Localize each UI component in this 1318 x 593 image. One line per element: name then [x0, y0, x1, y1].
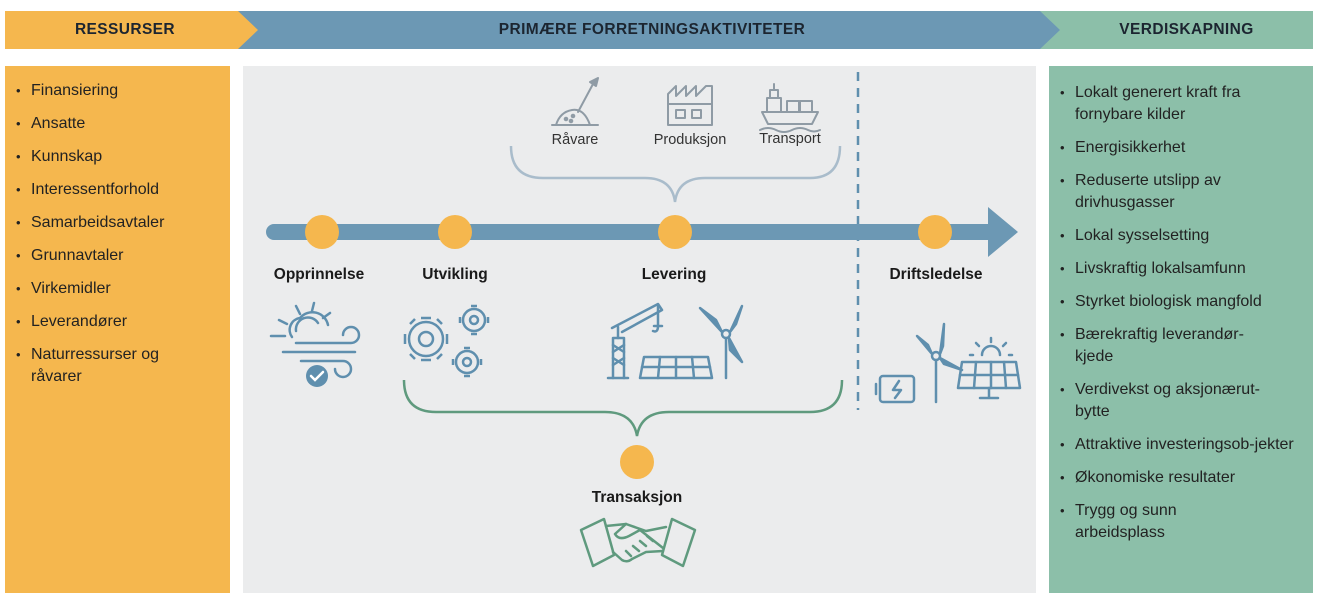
- value-item: Økonomiske resultater: [1056, 467, 1306, 489]
- value-item: Bærekraftig leverandør-kjede: [1056, 324, 1275, 368]
- primary-panel: [243, 66, 1036, 593]
- stage-dot-operations: [918, 215, 952, 249]
- factory-icon: [667, 85, 713, 126]
- weather-wind-check-icon: [269, 301, 361, 387]
- transaction-bracket: [402, 379, 844, 437]
- handshake-icon: [579, 517, 697, 568]
- shovel-pile-icon: [551, 77, 599, 126]
- value-header: VERDISKAPNING: [1119, 21, 1254, 38]
- supply-label-transport: Transport: [759, 131, 821, 147]
- stage-dot-development: [438, 215, 472, 249]
- resource-item: Ansatte: [12, 113, 224, 135]
- primary-header-bg: [238, 11, 1066, 49]
- supply-label-raw: Råvare: [551, 132, 599, 148]
- ship-icon: [759, 83, 821, 133]
- value-header-bg: [1040, 11, 1313, 49]
- stage-label-origin: Opprinnelse: [273, 266, 365, 283]
- value-item: Attraktive investeringsob-jekter: [1056, 434, 1297, 456]
- stage-dot-delivery: [658, 215, 692, 249]
- stage-label-operations: Driftsledelse: [889, 266, 983, 283]
- value-item: Livskraftig lokalsamfunn: [1056, 258, 1306, 280]
- header-chevrons: [5, 11, 1313, 49]
- crane-solar-wind-icon: [606, 302, 744, 380]
- resource-item: Grunnavtaler: [12, 245, 224, 267]
- supply-chain-bracket: [509, 145, 842, 203]
- resource-item: Samarbeidsavtaler: [12, 212, 224, 234]
- resources-list: Finansiering Ansatte Kunnskap Interessen…: [12, 80, 224, 388]
- value-item: Energisikkerhet: [1056, 137, 1306, 159]
- value-item: Lokal sysselsetting: [1056, 225, 1306, 247]
- resource-item: Kunnskap: [12, 146, 224, 168]
- value-item: Lokalt generert kraft fra fornybare kild…: [1056, 82, 1260, 126]
- resource-item: Finansiering: [12, 80, 224, 102]
- battery-wind-solar-icon: [874, 322, 1022, 404]
- timeline-arrow: [266, 207, 1018, 257]
- value-item: Trygg og sunn arbeidsplass: [1056, 500, 1225, 544]
- stage-label-development: Utvikling: [422, 266, 488, 283]
- gears-icon: [403, 304, 490, 378]
- resources-header: RESSURSER: [74, 21, 176, 38]
- value-list: Lokalt generert kraft fra fornybare kild…: [1056, 82, 1306, 544]
- resource-item: Virkemidler: [12, 278, 224, 300]
- stage-dot-origin: [305, 215, 339, 249]
- value-item: Verdivekst og aksjonærut-bytte: [1056, 379, 1290, 423]
- stage-label-delivery: Levering: [641, 266, 707, 283]
- value-item: Styrket biologisk mangfold: [1056, 291, 1306, 313]
- resource-item: Naturressurser og råvarer: [12, 344, 206, 388]
- resources-header-bg: [5, 11, 263, 49]
- supply-label-production: Produksjon: [653, 132, 727, 148]
- stage-dot-transaction: [620, 445, 654, 479]
- value-item: Reduserte utslipp av drivhusgasser: [1056, 170, 1275, 214]
- resource-item: Interessentforhold: [12, 179, 224, 201]
- stage-label-transaction: Transaksjon: [591, 489, 683, 506]
- resource-item: Leverandører: [12, 311, 224, 333]
- primary-header: PRIMÆRE FORRETNINGSAKTIVITETER: [498, 21, 806, 38]
